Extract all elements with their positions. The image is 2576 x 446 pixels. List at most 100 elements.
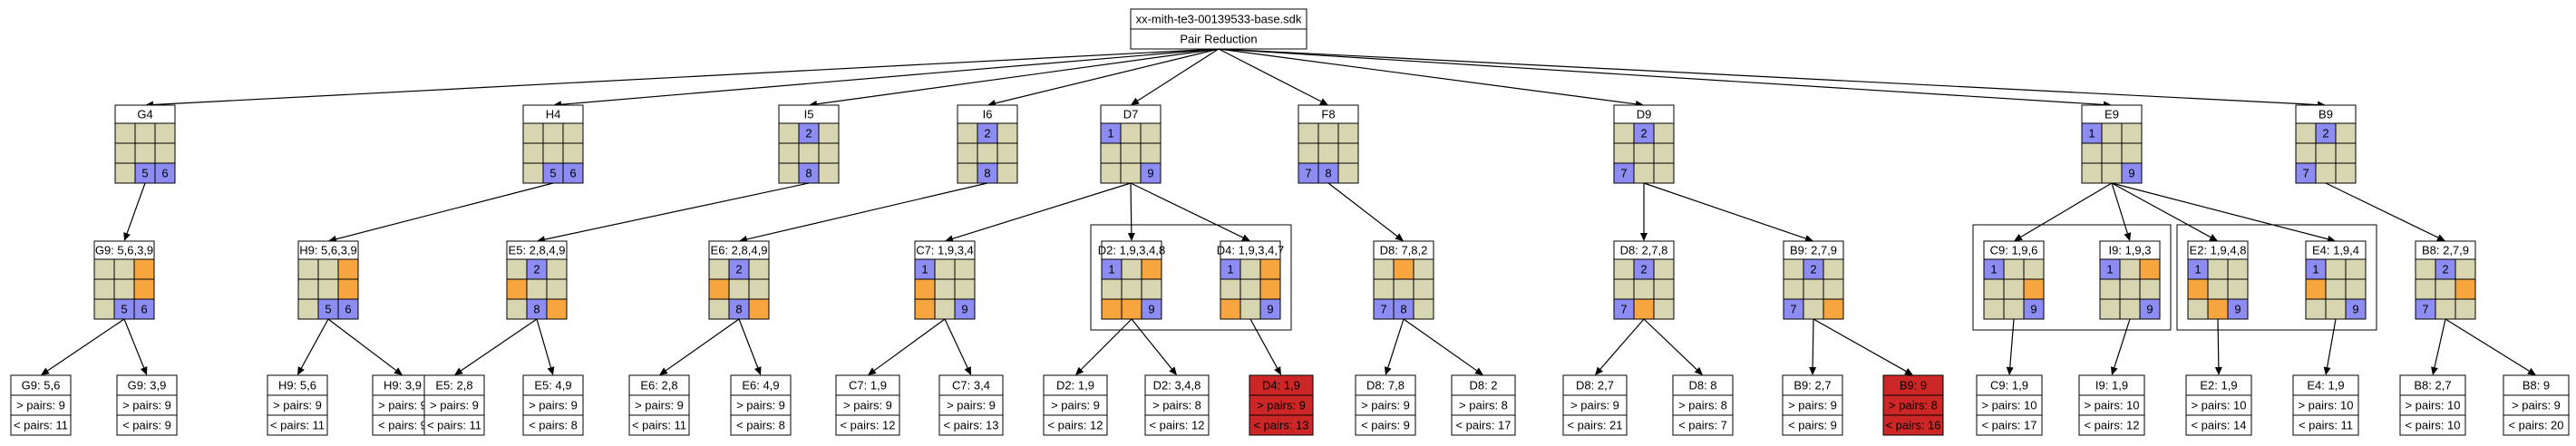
grid-cell [1633,298,1655,320]
grid-cell-digit: 9 [1148,303,1154,316]
level3-greater-pairs: > pairs: 8 [1889,399,1938,412]
level3-title: D2: 1,9 [1056,379,1094,393]
level3-title: E5: 4,9 [534,379,571,393]
grid-cell [154,162,176,184]
grid-cell [934,278,956,300]
grid-cell [506,278,528,300]
grid-cell-digit: 7 [1380,303,1386,316]
level2-node: C9: 1,9,619 [1983,240,2045,320]
level3-greater-pairs: > pairs: 9 [947,399,996,412]
grid-cell [2295,122,2317,144]
grid-cell-digit: 1 [2312,263,2318,276]
level3-node: C7: 1,9> pairs: 9< pairs: 12 [835,374,900,436]
level3-title: B8: 2,7 [2414,379,2451,393]
grid-cell [2325,258,2347,280]
grid-cell-digit: 1 [1990,263,1997,276]
grid-cell [2335,122,2357,144]
tree-edge [944,318,971,375]
grid-cell-digit: 9 [1267,303,1273,316]
root-caption: Pair Reduction [1180,33,1257,46]
level3-less-pairs: < pairs: 8 [529,419,578,432]
grid-cell [2023,278,2045,300]
grid-cell [2139,298,2161,320]
grid-cell [2207,258,2229,280]
grid-cell [957,162,978,184]
grid-cell-digit: 2 [1640,127,1647,141]
level3-greater-pairs: > pairs: 9 [378,399,427,412]
tree-edge [2014,182,2113,241]
grid-cell [2227,278,2249,300]
grid-cell [1239,258,1261,280]
grid-cell [708,258,730,280]
tree-edge [2006,318,2015,375]
grid-cell [1259,298,1281,320]
grid-cell [1121,298,1142,320]
grid-cell [2099,298,2121,320]
tree-edge [1327,182,1404,241]
grid-cell [2345,258,2367,280]
level3-node: B9: 2,7> pairs: 9< pairs: 9 [1782,374,1843,436]
tree-edge [738,318,762,375]
level1-node-label: D9 [1637,108,1652,121]
grid-cell [2325,278,2347,300]
grid-cell [954,298,976,320]
grid-cell [2023,258,2045,280]
level3-greater-pairs: > pairs: 9 [843,399,892,412]
level3-node: I9: 1,9> pairs: 10< pairs: 12 [2078,374,2145,436]
grid-cell [748,258,770,280]
grid-cell [1141,298,1162,320]
level3-node: D8: 8> pairs: 8< pairs: 7 [1672,374,1734,436]
grid-cell-digit: 7 [1790,303,1796,316]
grid-cell [297,298,319,320]
level3-node: H9: 3,9> pairs: 9< pairs: 9 [372,374,433,436]
grid-cell [2305,298,2327,320]
level3-less-pairs: < pairs: 12 [1047,419,1103,432]
level3-title: H9: 3,9 [384,379,422,393]
grid-cell [996,122,1018,144]
grid-cell [2454,298,2476,320]
level3-node: D2: 3,4,8> pairs: 8< pairs: 12 [1144,374,1210,436]
level3-less-pairs: < pairs: 12 [2084,419,2139,432]
grid-cell-digit: 6 [345,303,351,316]
level2-node: D8: 2,7,827 [1613,240,1675,320]
grid-cell [798,142,820,164]
grid-cell [1100,162,1122,184]
tree-edge [123,318,148,375]
grid-cell [2454,278,2476,300]
level3-title: G9: 3,9 [128,379,167,393]
level3-node: C9: 1,9> pairs: 10< pairs: 17 [1976,374,2043,436]
grid-cell-digit: 5 [325,303,331,316]
level1-node-label: I5 [804,108,814,121]
tree-edge [1384,318,1405,375]
grid-cell-digit: 9 [2146,303,2153,316]
grid-cell [2315,162,2337,184]
level2-node: D2: 1,9,3,4,819 [1098,240,1165,320]
grid-cell [1613,122,1635,144]
grid-cell [1823,258,1844,280]
grid-cell [1100,142,1122,164]
grid-cell [522,142,544,164]
level2-node: E5: 2,8,4,928 [506,240,568,320]
level2-node: C7: 1,9,3,419 [914,240,976,320]
tree-edge [987,48,1220,107]
level3-less-pairs: < pairs: 7 [1678,419,1727,432]
tree-edge [2325,182,2445,241]
grid-cell [337,298,359,320]
level2-node: B8: 2,7,927 [2415,240,2476,320]
grid-cell-digit: 5 [141,167,148,180]
grid-cell [1259,258,1281,280]
grid-cell [954,278,976,300]
grid-cell [1633,278,1655,300]
level3-greater-pairs: > pairs: 9 [1788,399,1837,412]
grid-cell [2207,278,2229,300]
grid-cell-digit: 7 [1305,167,1311,180]
level3-greater-pairs: > pairs: 9 [2512,399,2561,412]
tree-edge [659,318,740,375]
grid-cell [93,298,115,320]
grid-cell [2415,278,2436,300]
grid-cell [2454,258,2476,280]
